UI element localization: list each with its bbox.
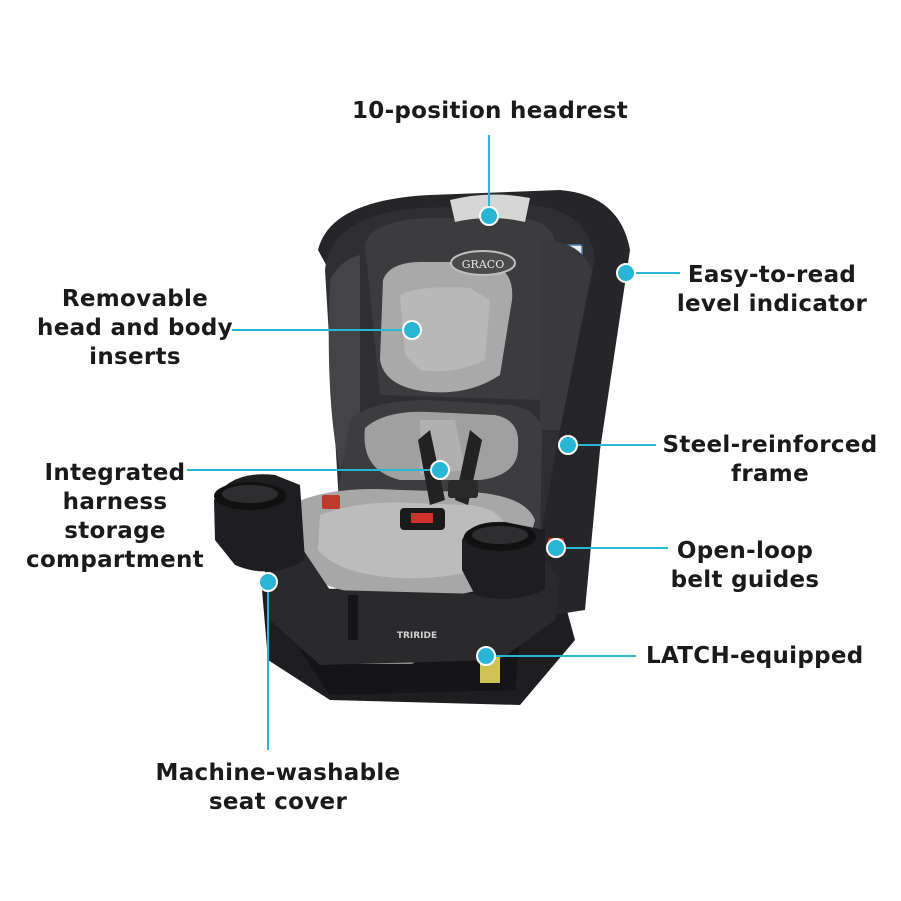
model-logo: TRIRIDE — [397, 631, 437, 641]
callout-steel-frame: Steel-reinforced frame — [662, 432, 878, 487]
brand-logo: GRACO — [462, 258, 504, 271]
callout-headrest: 10-position headrest — [351, 98, 629, 124]
callout-inserts: Removable head and body inserts — [37, 286, 233, 370]
callout-latch: LATCH-equipped — [646, 643, 864, 669]
callout-harness-storage: Integrated harness storage compartment — [26, 460, 204, 573]
callout-seat-cover: Machine-washable seat cover — [155, 760, 401, 815]
callout-belt-guides: Open-loop belt guides — [670, 538, 820, 593]
callout-level-indicator: Easy-to-read level indicator — [676, 262, 868, 317]
